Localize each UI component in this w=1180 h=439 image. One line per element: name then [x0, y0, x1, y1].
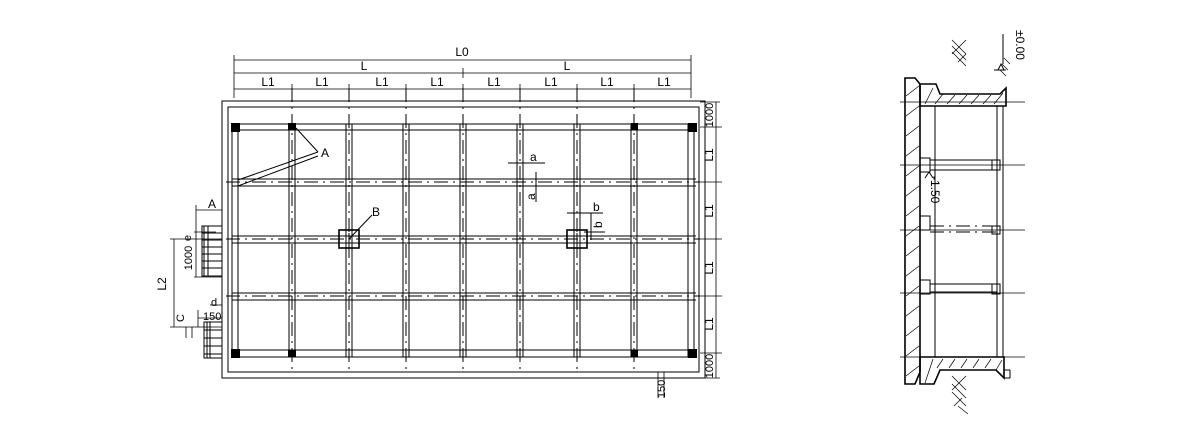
dim-1000-bottom-label: 1000	[704, 354, 716, 378]
section-beams	[919, 106, 1001, 357]
label-d: d	[211, 297, 217, 309]
section-view: ±0.00	[900, 30, 1027, 415]
label-a-top: A	[321, 146, 329, 160]
dim-l1-label: L1	[375, 75, 389, 89]
label-b-lower: b	[591, 221, 605, 228]
leader-b	[348, 214, 373, 240]
dim-l1-label: L1	[430, 75, 444, 89]
column-capital-b-right	[566, 229, 588, 249]
label-c: C	[175, 314, 187, 322]
plan-view: L0 L L L1 L1 L1 L1 L1 L1 L1 L1 1000 L1 L…	[155, 45, 722, 398]
column-capital-b-left	[338, 229, 360, 249]
label-a-left: A	[208, 197, 216, 211]
top-dimensions	[233, 55, 692, 98]
corner-columns	[231, 123, 697, 358]
dim-l2-label: L2	[155, 277, 169, 291]
label-b: B	[372, 205, 380, 219]
dim-150-bottom-label: 150	[656, 380, 668, 398]
dim-l1-right-label: L1	[702, 261, 716, 275]
dim-l1-label: L1	[657, 75, 671, 89]
label-e: e	[182, 235, 194, 241]
dim-l1-label: L1	[600, 75, 614, 89]
left-step-detail	[170, 205, 223, 359]
dim-l-left-label: L	[361, 59, 368, 73]
dim-l1-right-label: L1	[702, 317, 716, 331]
ground-hatch-bottom	[951, 375, 969, 415]
ground-hatch-top	[951, 39, 1011, 77]
leader-a	[237, 151, 319, 181]
section-bottom-slab	[919, 356, 1005, 385]
label-a-lower: a	[524, 193, 538, 200]
horizontal-beams	[232, 123, 696, 358]
left-wall-hatch	[905, 85, 920, 377]
dim-l1-right-label: L1	[702, 148, 716, 162]
dim-1000-top-label: 1000	[704, 103, 716, 127]
dim-150-left-label: 150	[203, 311, 221, 323]
center-lines	[226, 88, 700, 372]
label-a-upper: a	[530, 150, 537, 164]
dim-l1-label: L1	[261, 75, 275, 89]
dim-1000-left-label: 1000	[183, 246, 195, 270]
dim-l0-label: L0	[455, 45, 469, 59]
dim-l1-label: L1	[544, 75, 558, 89]
right-dimensions	[700, 101, 722, 379]
bottom-slab-hatch	[924, 358, 1003, 384]
top-slab-hatch	[924, 87, 1004, 105]
elevation-marker-top	[997, 62, 1005, 71]
dim-l1-label: L1	[315, 75, 329, 89]
elevation-mid-label: -1.50	[928, 176, 942, 204]
dim-l1-label: L1	[487, 75, 501, 89]
dim-l-right-label: L	[564, 59, 571, 73]
elevation-top-label: ±0.00	[1013, 30, 1027, 60]
label-b-upper: b	[593, 200, 600, 214]
section-dim-lines	[900, 101, 1025, 358]
dim-l1-right-label: L1	[702, 204, 716, 218]
section-top-slab	[919, 83, 1007, 107]
elevation-marker-mid	[924, 171, 934, 179]
